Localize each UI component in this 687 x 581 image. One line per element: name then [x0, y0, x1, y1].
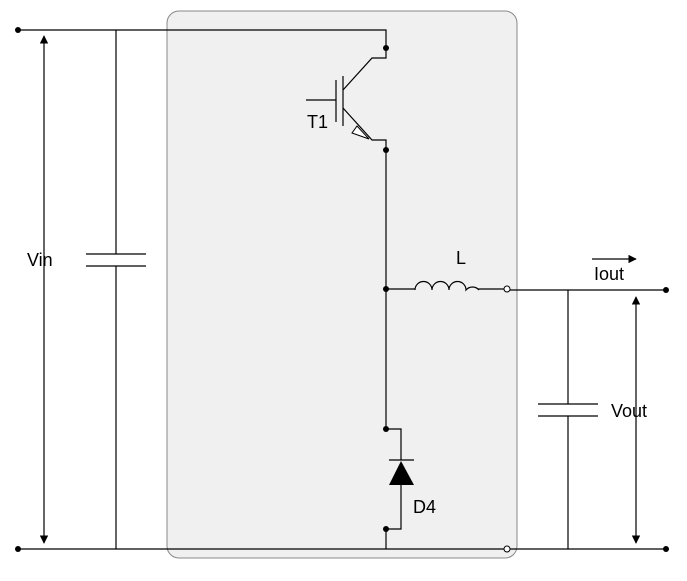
transistor-label: T1: [307, 112, 328, 132]
input-top-rail: [18, 29, 387, 48]
output-capacitor: [538, 403, 598, 417]
inductor-label: L: [456, 248, 466, 268]
iout-label: Iout: [594, 264, 624, 284]
converter-enclosure: [166, 10, 518, 559]
transistor-t1: [306, 48, 387, 150]
output-terminal-top: [503, 285, 511, 293]
output-terminal-bottom: [503, 545, 511, 553]
diode-label: D4: [413, 497, 436, 517]
diode-d4: [385, 428, 414, 549]
vin-label: Vin: [27, 250, 53, 270]
input-capacitor: [86, 253, 146, 267]
inductor-l: [386, 280, 507, 292]
vout-label: Vout: [611, 401, 647, 421]
junction-dots: [15, 27, 669, 552]
